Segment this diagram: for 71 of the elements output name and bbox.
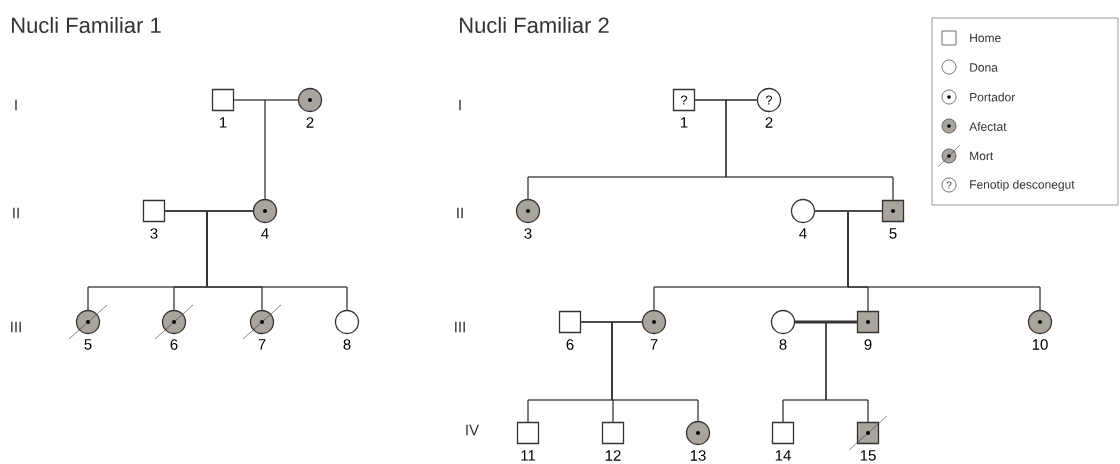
female-circle — [685, 420, 711, 446]
individual-number: 3 — [524, 228, 532, 239]
descent-line — [611, 321, 699, 422]
individual-number: 1 — [220, 117, 227, 128]
individual-number: 1 — [681, 117, 688, 128]
family-title: Nucli Familiar 2 — [460, 16, 609, 34]
male-square — [516, 421, 540, 445]
female-circle — [790, 198, 816, 224]
male-square — [601, 421, 625, 445]
male-square — [142, 199, 166, 223]
couple-line — [580, 321, 643, 323]
legend-text: Dona — [970, 63, 998, 72]
individual-number: 4 — [261, 228, 269, 239]
legend-text: Portador — [970, 92, 1016, 102]
female-circle — [297, 87, 323, 113]
couple-line — [164, 210, 254, 212]
male-square — [558, 310, 582, 334]
individual-number: 11 — [521, 450, 536, 461]
individual-number: 8 — [343, 339, 351, 350]
male-square — [211, 88, 235, 112]
individual-number: 6 — [566, 339, 574, 350]
female-circle — [770, 309, 796, 335]
descent-line — [206, 210, 348, 311]
individual-number: 7 — [258, 339, 266, 350]
couple-line — [814, 210, 883, 212]
couple-line — [233, 99, 299, 101]
couple-line — [795, 320, 857, 324]
individual-number: 5 — [84, 339, 92, 350]
legend-text: Home — [970, 33, 1001, 43]
individual-number: 10 — [1032, 339, 1048, 350]
legend-text: Afectat — [969, 122, 1007, 131]
individual-number: 2 — [306, 117, 314, 128]
male-square — [881, 199, 905, 223]
male-square — [771, 421, 795, 445]
generation-label: III — [455, 321, 465, 333]
male-square — [848, 415, 888, 451]
male-square — [856, 310, 880, 334]
female-circle — [1027, 309, 1053, 335]
individual-number: 5 — [889, 228, 897, 239]
generation-label: IV — [466, 424, 479, 436]
female-circle — [334, 309, 360, 335]
individual-number: 9 — [864, 339, 872, 350]
female-circle — [68, 304, 108, 340]
individual-number: 8 — [779, 339, 787, 350]
individual-number: 13 — [690, 450, 706, 461]
family-title: Nucli Familiar 1 — [12, 16, 161, 34]
individual-number: 14 — [775, 450, 791, 461]
individual-number: 7 — [650, 339, 658, 350]
generation-label: III — [11, 321, 21, 333]
generation-label: I — [459, 99, 461, 111]
generation-label: II — [13, 207, 19, 219]
generation-label: I — [15, 99, 17, 111]
individual-number: 4 — [799, 228, 807, 239]
legend-symbol-mark: ? — [946, 181, 952, 189]
female-circle — [252, 198, 278, 224]
female-circle — [154, 304, 194, 340]
descent-line — [825, 321, 869, 423]
legend-text: Fenotip desconegut — [970, 179, 1075, 192]
female-circle — [515, 198, 541, 224]
individual-number: 15 — [860, 450, 876, 461]
couple-line — [694, 99, 758, 101]
individual-number: 3 — [150, 228, 158, 239]
descent-line — [725, 99, 894, 201]
female-circle — [242, 304, 282, 340]
legend-text: Mort — [970, 151, 994, 161]
female-circle — [641, 309, 667, 335]
individual-number: 6 — [170, 339, 178, 350]
generation-label: II — [457, 207, 463, 219]
individual-number: 12 — [605, 450, 621, 461]
individual-number: 2 — [765, 117, 773, 128]
male-square: ? — [672, 88, 696, 112]
